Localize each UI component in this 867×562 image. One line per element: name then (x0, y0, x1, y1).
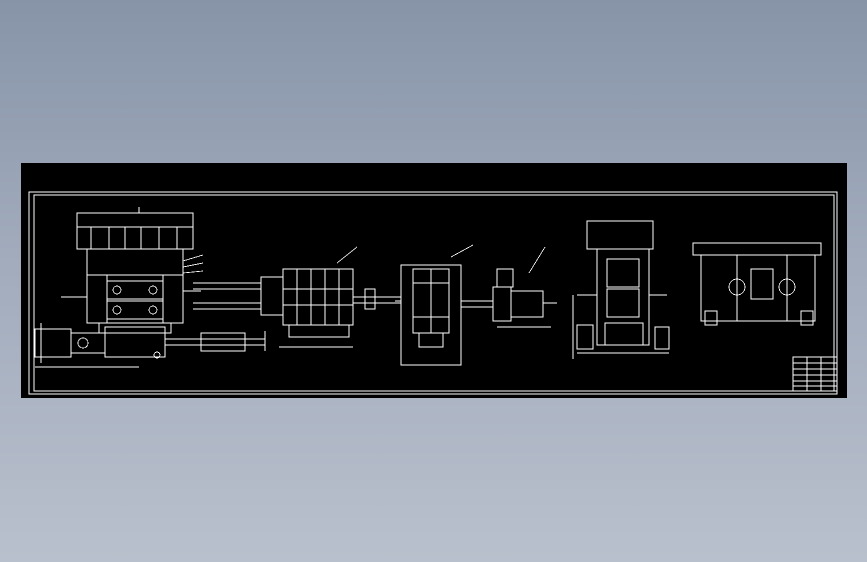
inner-border (33, 194, 835, 392)
stand-base-drive (34, 323, 266, 368)
motor-coupling (492, 246, 557, 328)
stand-side-view (572, 220, 670, 359)
outer-border (28, 191, 838, 395)
spindle-shafts (193, 276, 284, 316)
pinion-gear-box (279, 246, 401, 348)
title-block (792, 356, 838, 392)
rolling-stand-assembly (61, 207, 204, 334)
drawing-svg (28, 191, 838, 395)
cad-drawing-sheet (21, 163, 847, 398)
reducer-assembly (395, 244, 493, 366)
stand-top-view (692, 242, 822, 326)
